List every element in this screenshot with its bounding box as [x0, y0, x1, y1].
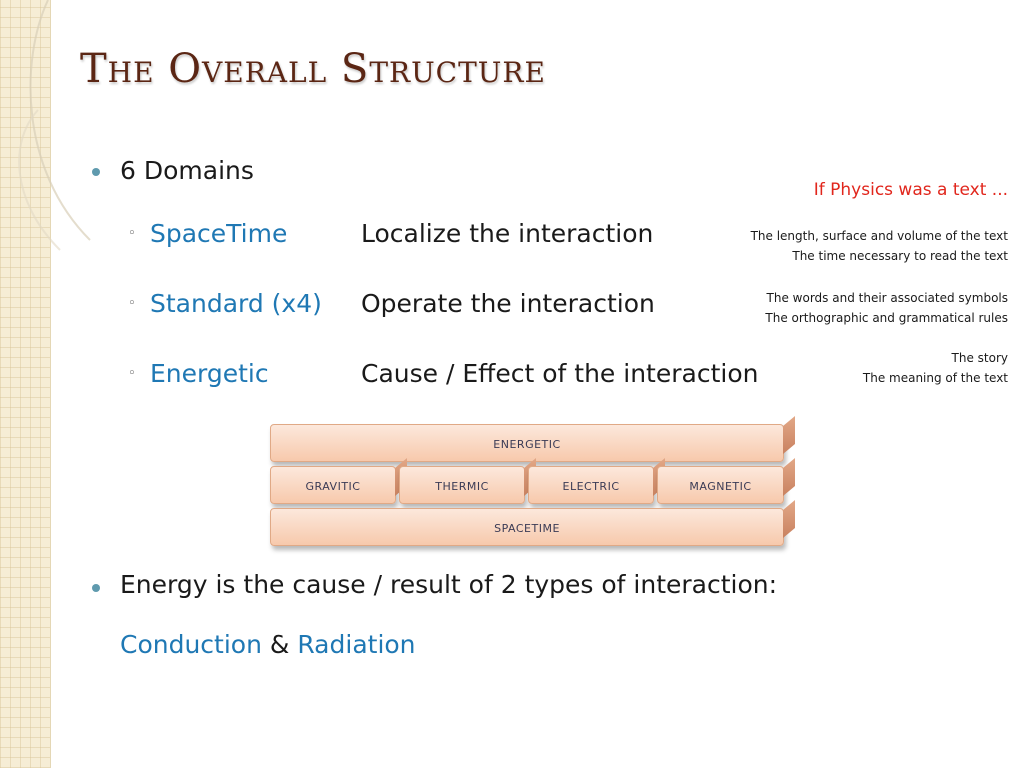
- block-gravitic: gravitic: [270, 466, 396, 504]
- block-electric: electric: [528, 466, 654, 504]
- note-line: The story: [951, 351, 1008, 365]
- slide-title: The Overall Structure: [80, 46, 546, 92]
- round-bullet-icon: [92, 584, 100, 592]
- left-band-edge: [50, 0, 51, 768]
- note-line: The time necessary to read the text: [792, 249, 1008, 263]
- block-energetic: energetic: [270, 424, 784, 462]
- domain-description-spacetime: Localize the interaction: [361, 219, 654, 248]
- block-spacetime: spacetime: [270, 508, 784, 546]
- ring-bullet-icon: ◦: [128, 296, 136, 311]
- note-spacetime: The length, surface and volume of the te…: [751, 226, 1008, 266]
- round-bullet-icon: [92, 168, 100, 176]
- domains-label: 6 Domains: [120, 156, 254, 185]
- energy-line: Energy is the cause / result of 2 types …: [120, 570, 778, 599]
- ring-bullet-icon: ◦: [128, 366, 136, 381]
- note-energetic: The story The meaning of the text: [863, 348, 1008, 388]
- domain-name-energetic: Energetic: [150, 359, 269, 388]
- block-magnetic: magnetic: [657, 466, 784, 504]
- domain-name-standard: Standard (x4): [150, 289, 322, 318]
- conduction-link: Conduction: [120, 630, 262, 659]
- block-side: [783, 416, 795, 454]
- decorative-arcs: [18, 0, 91, 251]
- block-side: [783, 458, 795, 496]
- radiation-link: Radiation: [297, 630, 416, 659]
- note-line: The orthographic and grammatical rules: [765, 311, 1008, 325]
- domain-description-energetic: Cause / Effect of the interaction: [361, 359, 759, 388]
- ring-bullet-icon: ◦: [128, 226, 136, 241]
- domain-description-standard: Operate the interaction: [361, 289, 655, 318]
- block-thermic: thermic: [399, 466, 525, 504]
- interaction-types: Conduction & Radiation: [120, 630, 416, 659]
- sidebar-heading: If Physics was a text ...: [813, 180, 1008, 200]
- domain-name-spacetime: SpaceTime: [150, 219, 288, 248]
- note-line: The meaning of the text: [862, 371, 1008, 385]
- ampersand: &: [269, 630, 290, 659]
- left-decorative-band: [0, 0, 50, 768]
- note-line: The words and their associated symbols: [766, 291, 1008, 305]
- note-standard: The words and their associated symbols T…: [765, 288, 1008, 328]
- note-line: The length, surface and volume of the te…: [750, 229, 1008, 243]
- block-side: [783, 500, 795, 538]
